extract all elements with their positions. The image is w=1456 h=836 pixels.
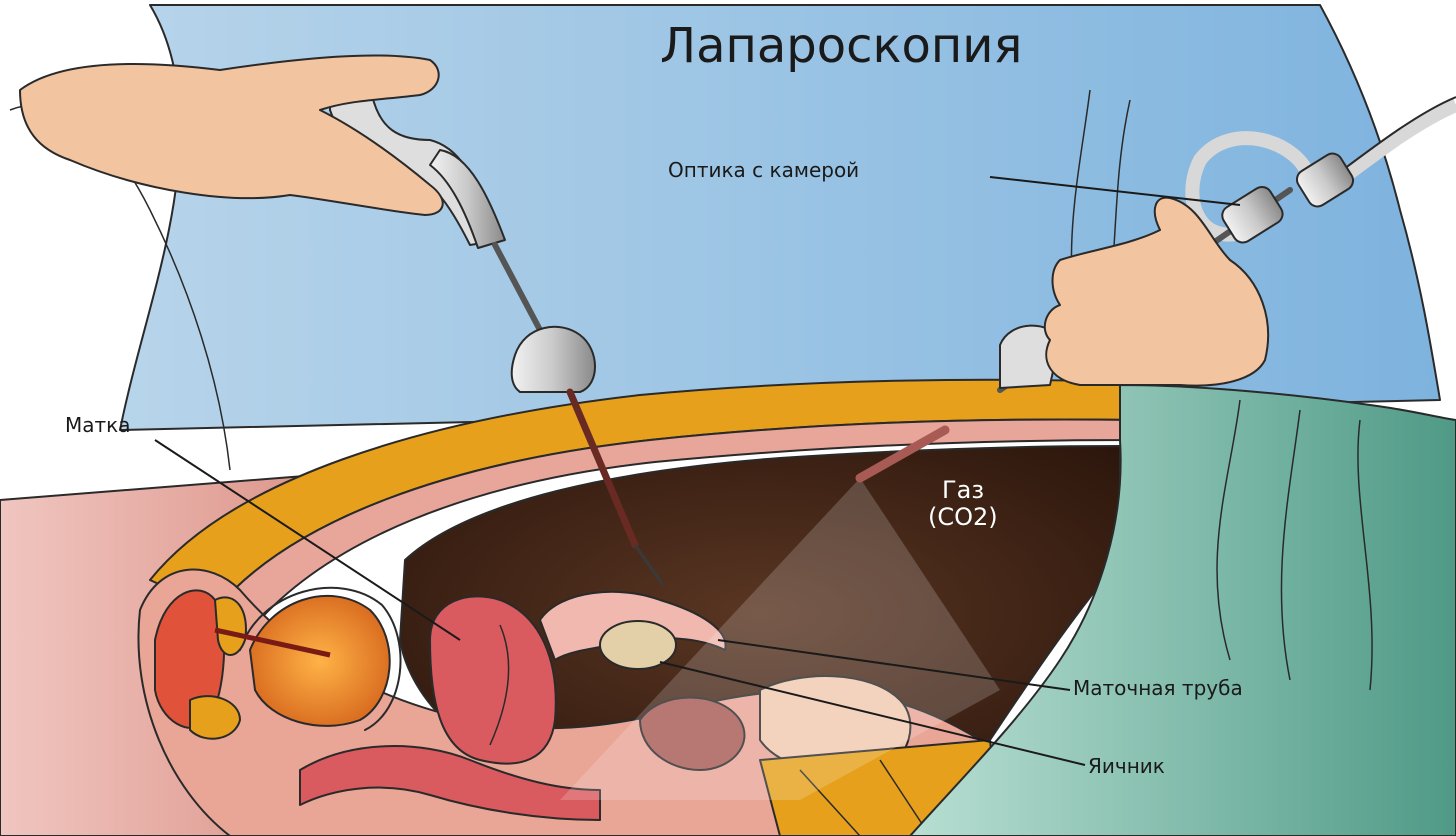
label-gas-formula: (CO2) [928, 503, 998, 531]
title: Лапароскопия [660, 18, 1022, 74]
label-gas: Газ [942, 476, 984, 504]
label-optics: Оптика с камерой [668, 158, 859, 182]
ovary [600, 621, 676, 669]
label-ovary: Яичник [1088, 754, 1165, 778]
label-fallopian-tube: Маточная труба [1073, 676, 1243, 700]
label-uterus: Матка [65, 413, 131, 437]
